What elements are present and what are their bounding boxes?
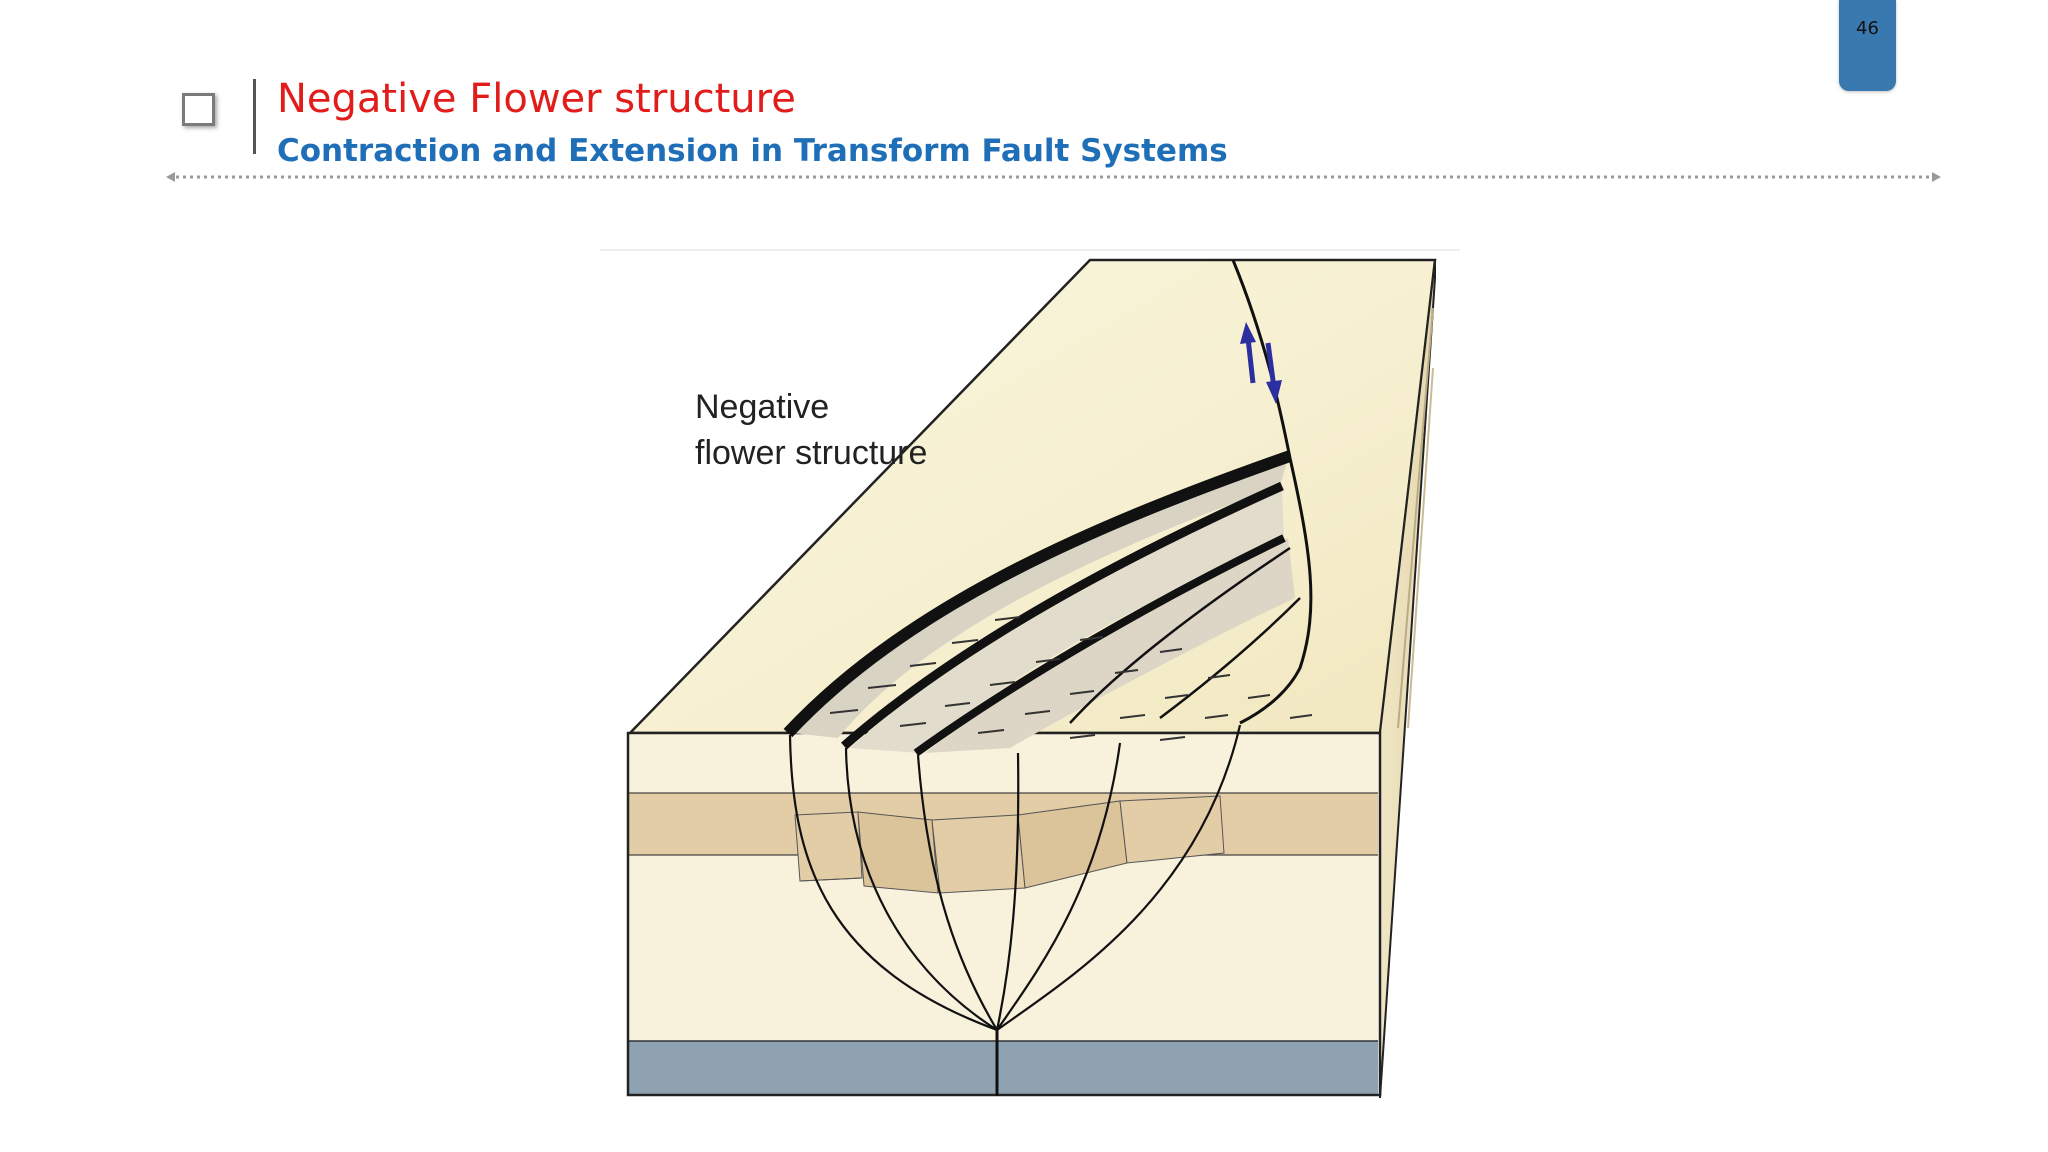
fault-strand [783,450,1292,738]
bullet-checkbox-icon [182,93,215,126]
dotted-rule-divider [166,172,1941,182]
fault-strand-outer [1239,457,1313,725]
diagram-label-line2: flower structure [695,434,927,472]
slide-subtitle: Contraction and Extension in Transform F… [277,133,1228,169]
negative-flower-structure-diagram: Negative flower structure [600,249,1460,1099]
fault-strand-thin [1159,597,1301,719]
fault-sliver [925,538,1295,753]
side-layer-line [1397,307,1434,729]
hachure-ticks [829,616,1313,741]
fault-sliver [850,488,1284,753]
fault-strand-thin [1069,546,1291,724]
slide-title: Negative Flower structure [277,76,796,122]
page-number: 46 [1856,18,1879,39]
strike-slip-arrows-icon [1240,322,1282,404]
page-number-badge: 46 [1839,0,1896,91]
side-layer-line [1407,367,1434,729]
basement-layer [628,1041,1378,1095]
fault-strand [913,534,1286,757]
fault-sliver [792,458,1288,738]
title-divider [253,79,256,154]
diagram-label-line1: Negative [695,388,829,426]
fault-strand [841,481,1284,750]
front-face-faults [788,724,1242,1032]
front-face-layers [628,733,1378,1095]
